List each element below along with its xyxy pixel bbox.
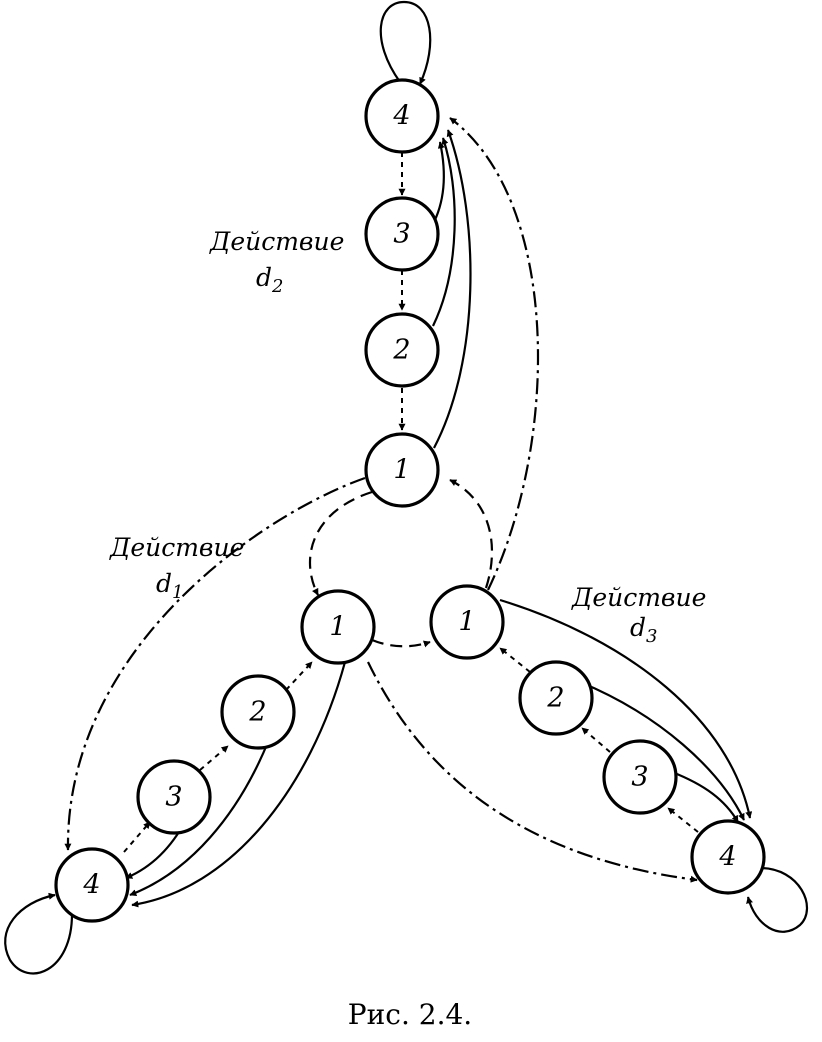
label-action-d1: Действие d1 bbox=[109, 533, 244, 603]
node-d3-1-label: 1 bbox=[458, 607, 475, 638]
edge-d3-2-to-1 bbox=[499, 647, 531, 673]
node-d2-3: 3 bbox=[364, 196, 440, 272]
node-d3-2: 2 bbox=[518, 660, 594, 736]
label-action-d1-symbol: d1 bbox=[156, 569, 183, 603]
label-action-d3-index: 3 bbox=[646, 626, 657, 647]
node-d1-1-label: 1 bbox=[329, 612, 346, 643]
edges bbox=[4, 0, 809, 975]
label-action-d3-symbol: d3 bbox=[630, 613, 657, 647]
label-action-d2: Действие d2 bbox=[209, 227, 344, 297]
edge-d3-1-to-top-4 bbox=[449, 117, 540, 591]
node-d2-3-label: 3 bbox=[393, 219, 410, 250]
node-d3-1: 1 bbox=[429, 584, 505, 660]
edge-d2-4-self-loop bbox=[379, 0, 432, 85]
edge-d1-2-to-1 bbox=[285, 661, 313, 691]
edge-d3-4-to-3 bbox=[667, 807, 699, 833]
edge-d3-3-to-4 bbox=[671, 770, 739, 823]
edge-d1-3-to-2 bbox=[199, 745, 229, 771]
edge-d2-2-to-4 bbox=[432, 137, 456, 327]
node-d2-2: 2 bbox=[364, 312, 440, 388]
node-d3-2-label: 2 bbox=[546, 683, 564, 714]
node-d1-4-label: 4 bbox=[82, 870, 100, 901]
edge-center-right1-to-top1 bbox=[449, 479, 494, 589]
label-action-d1-letter: d bbox=[156, 569, 172, 598]
node-d2-4-label: 4 bbox=[392, 101, 410, 132]
figure-caption: Рис. 2.4. bbox=[348, 998, 472, 1031]
label-action-d3: Действие d3 bbox=[571, 583, 706, 647]
nodes: 4 3 2 1 1 2 3 4 bbox=[54, 78, 766, 923]
node-d2-2-label: 2 bbox=[392, 335, 410, 366]
edge-center-left1-to-right1 bbox=[371, 638, 431, 648]
node-d1-3-label: 3 bbox=[165, 782, 182, 813]
edge-d2-3-to-4 bbox=[431, 141, 445, 227]
edge-top-1-to-left-4 bbox=[64, 476, 366, 851]
label-action-d1-word: Действие bbox=[109, 533, 244, 562]
node-d2-1: 1 bbox=[364, 432, 440, 508]
edge-center-top1-to-left1 bbox=[308, 490, 373, 596]
edge-d3-4-self-loop bbox=[746, 866, 809, 933]
label-action-d3-letter: d bbox=[630, 613, 646, 642]
label-action-d3-word: Действие bbox=[571, 583, 706, 612]
edge-d3-3-to-2 bbox=[581, 727, 611, 753]
node-d3-3: 3 bbox=[602, 739, 678, 815]
label-action-d2-letter: d bbox=[256, 263, 272, 292]
node-d2-1-label: 1 bbox=[393, 455, 410, 486]
edge-d3-2-to-4 bbox=[579, 680, 745, 821]
node-d3-4-label: 4 bbox=[718, 842, 736, 873]
node-d1-2-label: 2 bbox=[248, 697, 266, 728]
edge-d2-1-to-4 bbox=[433, 129, 472, 449]
label-action-d2-word: Действие bbox=[209, 227, 344, 256]
node-d3-3-label: 3 bbox=[631, 762, 648, 793]
edge-d1-4-to-3 bbox=[123, 821, 151, 853]
label-action-d1-index: 1 bbox=[172, 582, 183, 603]
edge-d1-4-self-loop bbox=[4, 892, 74, 975]
node-d1-3: 3 bbox=[136, 759, 212, 835]
edge-d1-2-to-4 bbox=[129, 741, 270, 897]
label-action-d2-index: 2 bbox=[271, 276, 283, 297]
node-d1-4: 4 bbox=[54, 847, 130, 923]
edge-d3-1-to-4 bbox=[499, 598, 753, 819]
label-action-d2-symbol: d2 bbox=[256, 263, 283, 297]
edge-left-1-to-right-4 bbox=[367, 661, 698, 883]
node-d3-4: 4 bbox=[690, 819, 766, 895]
node-d1-2: 2 bbox=[220, 674, 296, 750]
node-d1-1: 1 bbox=[300, 589, 376, 665]
node-d2-4: 4 bbox=[364, 78, 440, 154]
edge-d1-1-to-4 bbox=[131, 661, 347, 908]
